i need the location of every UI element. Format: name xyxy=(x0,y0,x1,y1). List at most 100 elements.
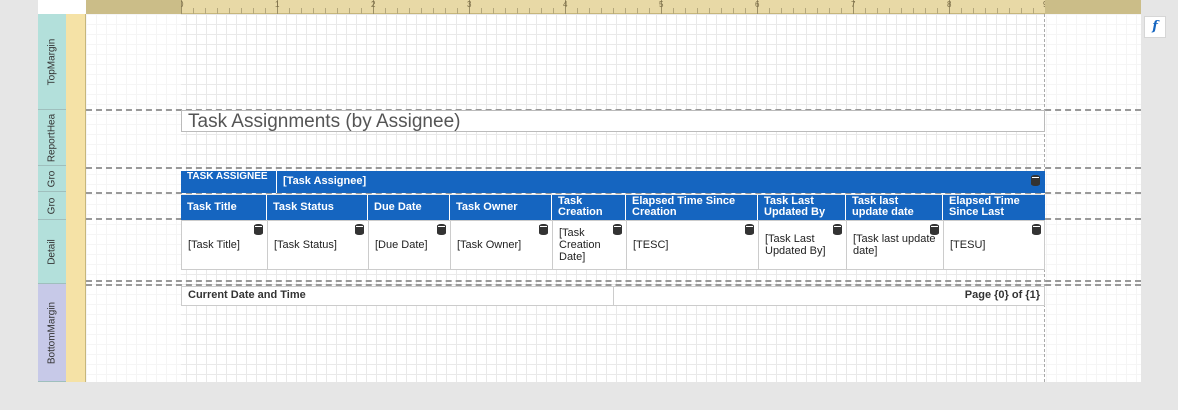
ruler-minor-tick xyxy=(637,8,638,14)
ruler-minor-tick xyxy=(913,8,914,14)
ruler-number: 1 xyxy=(275,0,280,9)
ruler-minor-tick xyxy=(601,8,602,14)
ruler-minor-tick xyxy=(697,8,698,14)
ruler-minor-tick xyxy=(253,8,254,14)
current-date-time-cell[interactable]: Current Date and Time xyxy=(182,287,614,305)
page-margin-left xyxy=(86,14,181,382)
ruler-minor-tick xyxy=(385,8,386,14)
column-header-5[interactable]: Task Creation xyxy=(552,195,626,220)
ruler-number: 2 xyxy=(371,0,376,9)
ruler-number: 7 xyxy=(851,0,856,9)
database-icon[interactable] xyxy=(355,224,364,235)
band-separator[interactable] xyxy=(86,167,1141,169)
ruler-minor-tick xyxy=(781,8,782,14)
database-icon[interactable] xyxy=(745,224,754,235)
ruler-number: 0 xyxy=(179,0,184,9)
page-margin-right xyxy=(1045,14,1141,382)
page-footer-row[interactable]: Current Date and Time Page {0} of {1} xyxy=(181,286,1045,306)
column-header-9[interactable]: Elapsed Time Since Last xyxy=(949,195,1020,218)
horizontal-ruler: 0123456789 xyxy=(86,0,1141,14)
report-title-label[interactable]: Task Assignments (by Assignee) xyxy=(181,110,1045,132)
detail-cell-1[interactable]: [Task Title] xyxy=(182,221,268,269)
ruler-minor-tick xyxy=(817,8,818,14)
ruler-minor-tick xyxy=(289,8,290,14)
ruler-minor-tick xyxy=(997,8,998,14)
group-label-cell[interactable]: TASK ASSIGNEE xyxy=(181,171,277,193)
band-separator[interactable] xyxy=(86,284,1141,286)
detail-cell-8[interactable]: [Task last update date] xyxy=(847,221,944,269)
column-header-6[interactable]: Elapsed Time Since Creation xyxy=(626,195,758,220)
page-number-cell[interactable]: Page {0} of {1} xyxy=(964,289,1040,301)
ruler-tick xyxy=(661,0,662,14)
column-header-1[interactable]: Task Title xyxy=(181,195,267,220)
ruler-number: 4 xyxy=(563,0,568,9)
ruler-minor-tick xyxy=(709,8,710,14)
band-groupheader-1[interactable]: Gro xyxy=(38,166,66,192)
database-icon[interactable] xyxy=(539,224,548,235)
detail-field-text: [Due Date] xyxy=(375,239,428,251)
band-groupheader-2[interactable]: Gro xyxy=(38,192,66,220)
band-topmargin[interactable]: TopMargin xyxy=(38,14,66,110)
band-detail[interactable]: Detail xyxy=(38,220,66,284)
column-header-3[interactable]: Due Date xyxy=(368,195,450,220)
vertical-ruler xyxy=(66,14,86,382)
report-canvas[interactable]: Task Assignments (by Assignee) TASK ASSI… xyxy=(86,14,1141,382)
ruler-tick xyxy=(181,0,182,14)
ruler-minor-tick xyxy=(397,8,398,14)
ruler-minor-tick xyxy=(985,8,986,14)
ruler-minor-tick xyxy=(493,8,494,14)
database-icon[interactable] xyxy=(437,224,446,235)
column-header-7[interactable]: Task Last Updated By xyxy=(758,195,846,220)
database-icon[interactable] xyxy=(833,224,842,235)
database-icon[interactable] xyxy=(1032,224,1041,235)
detail-cell-7[interactable]: [Task Last Updated By] xyxy=(759,221,847,269)
ruler-tick xyxy=(949,0,950,14)
database-icon[interactable] xyxy=(930,224,939,235)
detail-field-text: [Task Owner] xyxy=(457,239,522,251)
ruler-minor-tick xyxy=(889,8,890,14)
ruler-margin-left xyxy=(86,0,181,14)
database-icon[interactable] xyxy=(613,224,622,235)
ruler-minor-tick xyxy=(445,8,446,14)
column-header-8[interactable]: Task last update date xyxy=(846,195,943,220)
group-value-cell[interactable]: [Task Assignee] xyxy=(283,175,367,187)
ruler-tick xyxy=(757,0,758,14)
band-separator[interactable] xyxy=(86,192,1141,194)
detail-field-text: [Task Title] xyxy=(188,239,240,251)
detail-cell-5[interactable]: [Task Creation Date] xyxy=(553,221,627,269)
ruler-number: 6 xyxy=(755,0,760,9)
group-header-row[interactable]: TASK ASSIGNEE [Task Assignee] xyxy=(181,171,1045,193)
detail-row[interactable]: [Task Title] [Task Status] [Due Date] [Task… xyxy=(181,220,1045,270)
ruler-minor-tick xyxy=(865,8,866,14)
ruler-minor-tick xyxy=(1021,8,1022,14)
function-icon[interactable]: f xyxy=(1144,16,1166,38)
ruler-minor-tick xyxy=(649,8,650,14)
ruler-minor-tick xyxy=(205,8,206,14)
detail-cell-3[interactable]: [Due Date] xyxy=(369,221,451,269)
ruler-minor-tick xyxy=(529,8,530,14)
ruler-minor-tick xyxy=(625,8,626,14)
detail-cell-2[interactable]: [Task Status] xyxy=(268,221,369,269)
band-labels: TopMargin ReportHea Gro Gro Detail Botto… xyxy=(38,14,66,382)
ruler-minor-tick xyxy=(577,8,578,14)
ruler-number: 3 xyxy=(467,0,472,9)
ruler-minor-tick xyxy=(877,8,878,14)
database-icon[interactable] xyxy=(254,224,263,235)
column-header-4[interactable]: Task Owner xyxy=(450,195,552,220)
ruler-minor-tick xyxy=(517,8,518,14)
band-separator[interactable] xyxy=(86,280,1141,282)
band-bottommargin[interactable]: BottomMargin xyxy=(38,284,66,382)
detail-cell-6[interactable]: [TESC] xyxy=(627,221,759,269)
ruler-minor-tick xyxy=(721,8,722,14)
ruler-tick xyxy=(469,0,470,14)
detail-cell-4[interactable]: [Task Owner] xyxy=(451,221,553,269)
column-header-2[interactable]: Task Status xyxy=(267,195,368,220)
ruler-minor-tick xyxy=(745,8,746,14)
band-reportheader[interactable]: ReportHea xyxy=(38,110,66,166)
detail-cell-9[interactable]: [TESU] xyxy=(944,221,1046,269)
database-icon[interactable] xyxy=(1031,175,1040,186)
ruler-minor-tick xyxy=(301,8,302,14)
ruler-minor-tick xyxy=(553,8,554,14)
ruler-minor-tick xyxy=(349,8,350,14)
